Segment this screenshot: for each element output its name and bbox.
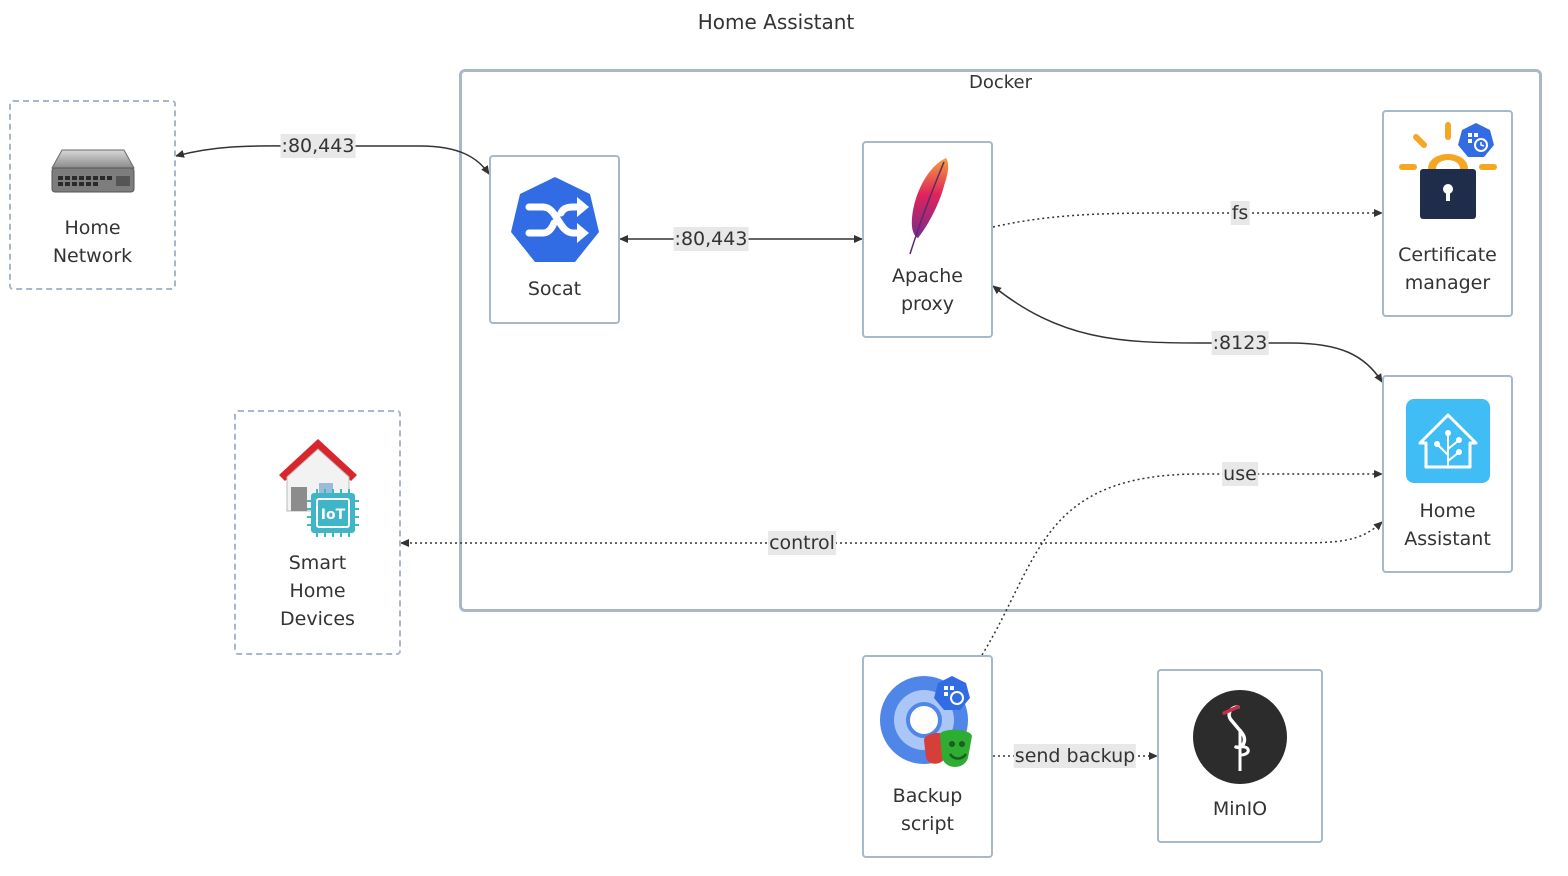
edge-backup-ha [981,470,1383,656]
minio-bird-icon [1192,689,1288,785]
edge-ha-devices [400,521,1383,547]
diagram-title: Home Assistant [697,10,855,34]
edge-label-ha-devices: control [768,531,836,555]
node-home-network-label: Home Network [52,217,133,267]
edge-label-backup-ha: use [1222,462,1258,486]
apache-feather-icon [898,156,958,256]
edge-label-network-socat: :80,443 [280,134,356,158]
node-minio-label: MinIO [1212,798,1268,820]
edge-label-apache-cert: fs [1230,201,1250,225]
network-switch-icon [50,146,136,196]
node-home-network[interactable]: Home Network [9,100,176,290]
node-minio[interactable]: MinIO [1157,669,1323,843]
lock-icon [1398,121,1498,225]
edge-apache-cert [992,209,1383,228]
home-assistant-icon [1405,399,1490,483]
edge-label-socat-apache: :80,443 [673,227,749,251]
node-smart-home-devices[interactable]: IoT Smart Home Devices [234,410,401,655]
smart-home-iot-icon: IoT [273,431,363,539]
edge-label-apache-ha: :8123 [1211,331,1269,355]
node-backup-script[interactable]: Backup script [862,655,993,858]
docker-cluster-label: Docker [968,72,1033,93]
node-apache-label: Apache proxy [892,265,963,315]
docker-cluster [459,69,1542,612]
svg-text:IoT: IoT [320,507,345,523]
shuffle-heptagon-icon [509,175,601,263]
playwright-cronjob-icon [879,674,976,774]
node-smart-home-label: Smart Home Devices [280,552,355,630]
edge-apache-ha [992,285,1383,383]
node-certificate-manager[interactable]: Certificate manager [1382,110,1513,317]
node-apache-proxy[interactable]: Apache proxy [862,141,993,338]
node-backup-label: Backup script [892,785,963,835]
edge-label-backup-minio: send backup [1013,744,1137,768]
node-socat-label: Socat [527,278,582,300]
node-socat[interactable]: Socat [489,155,620,324]
node-cert-manager-label: Certificate manager [1398,244,1497,294]
node-home-assistant[interactable]: Home Assistant [1382,375,1513,573]
node-home-assistant-label: Home Assistant [1404,500,1491,550]
